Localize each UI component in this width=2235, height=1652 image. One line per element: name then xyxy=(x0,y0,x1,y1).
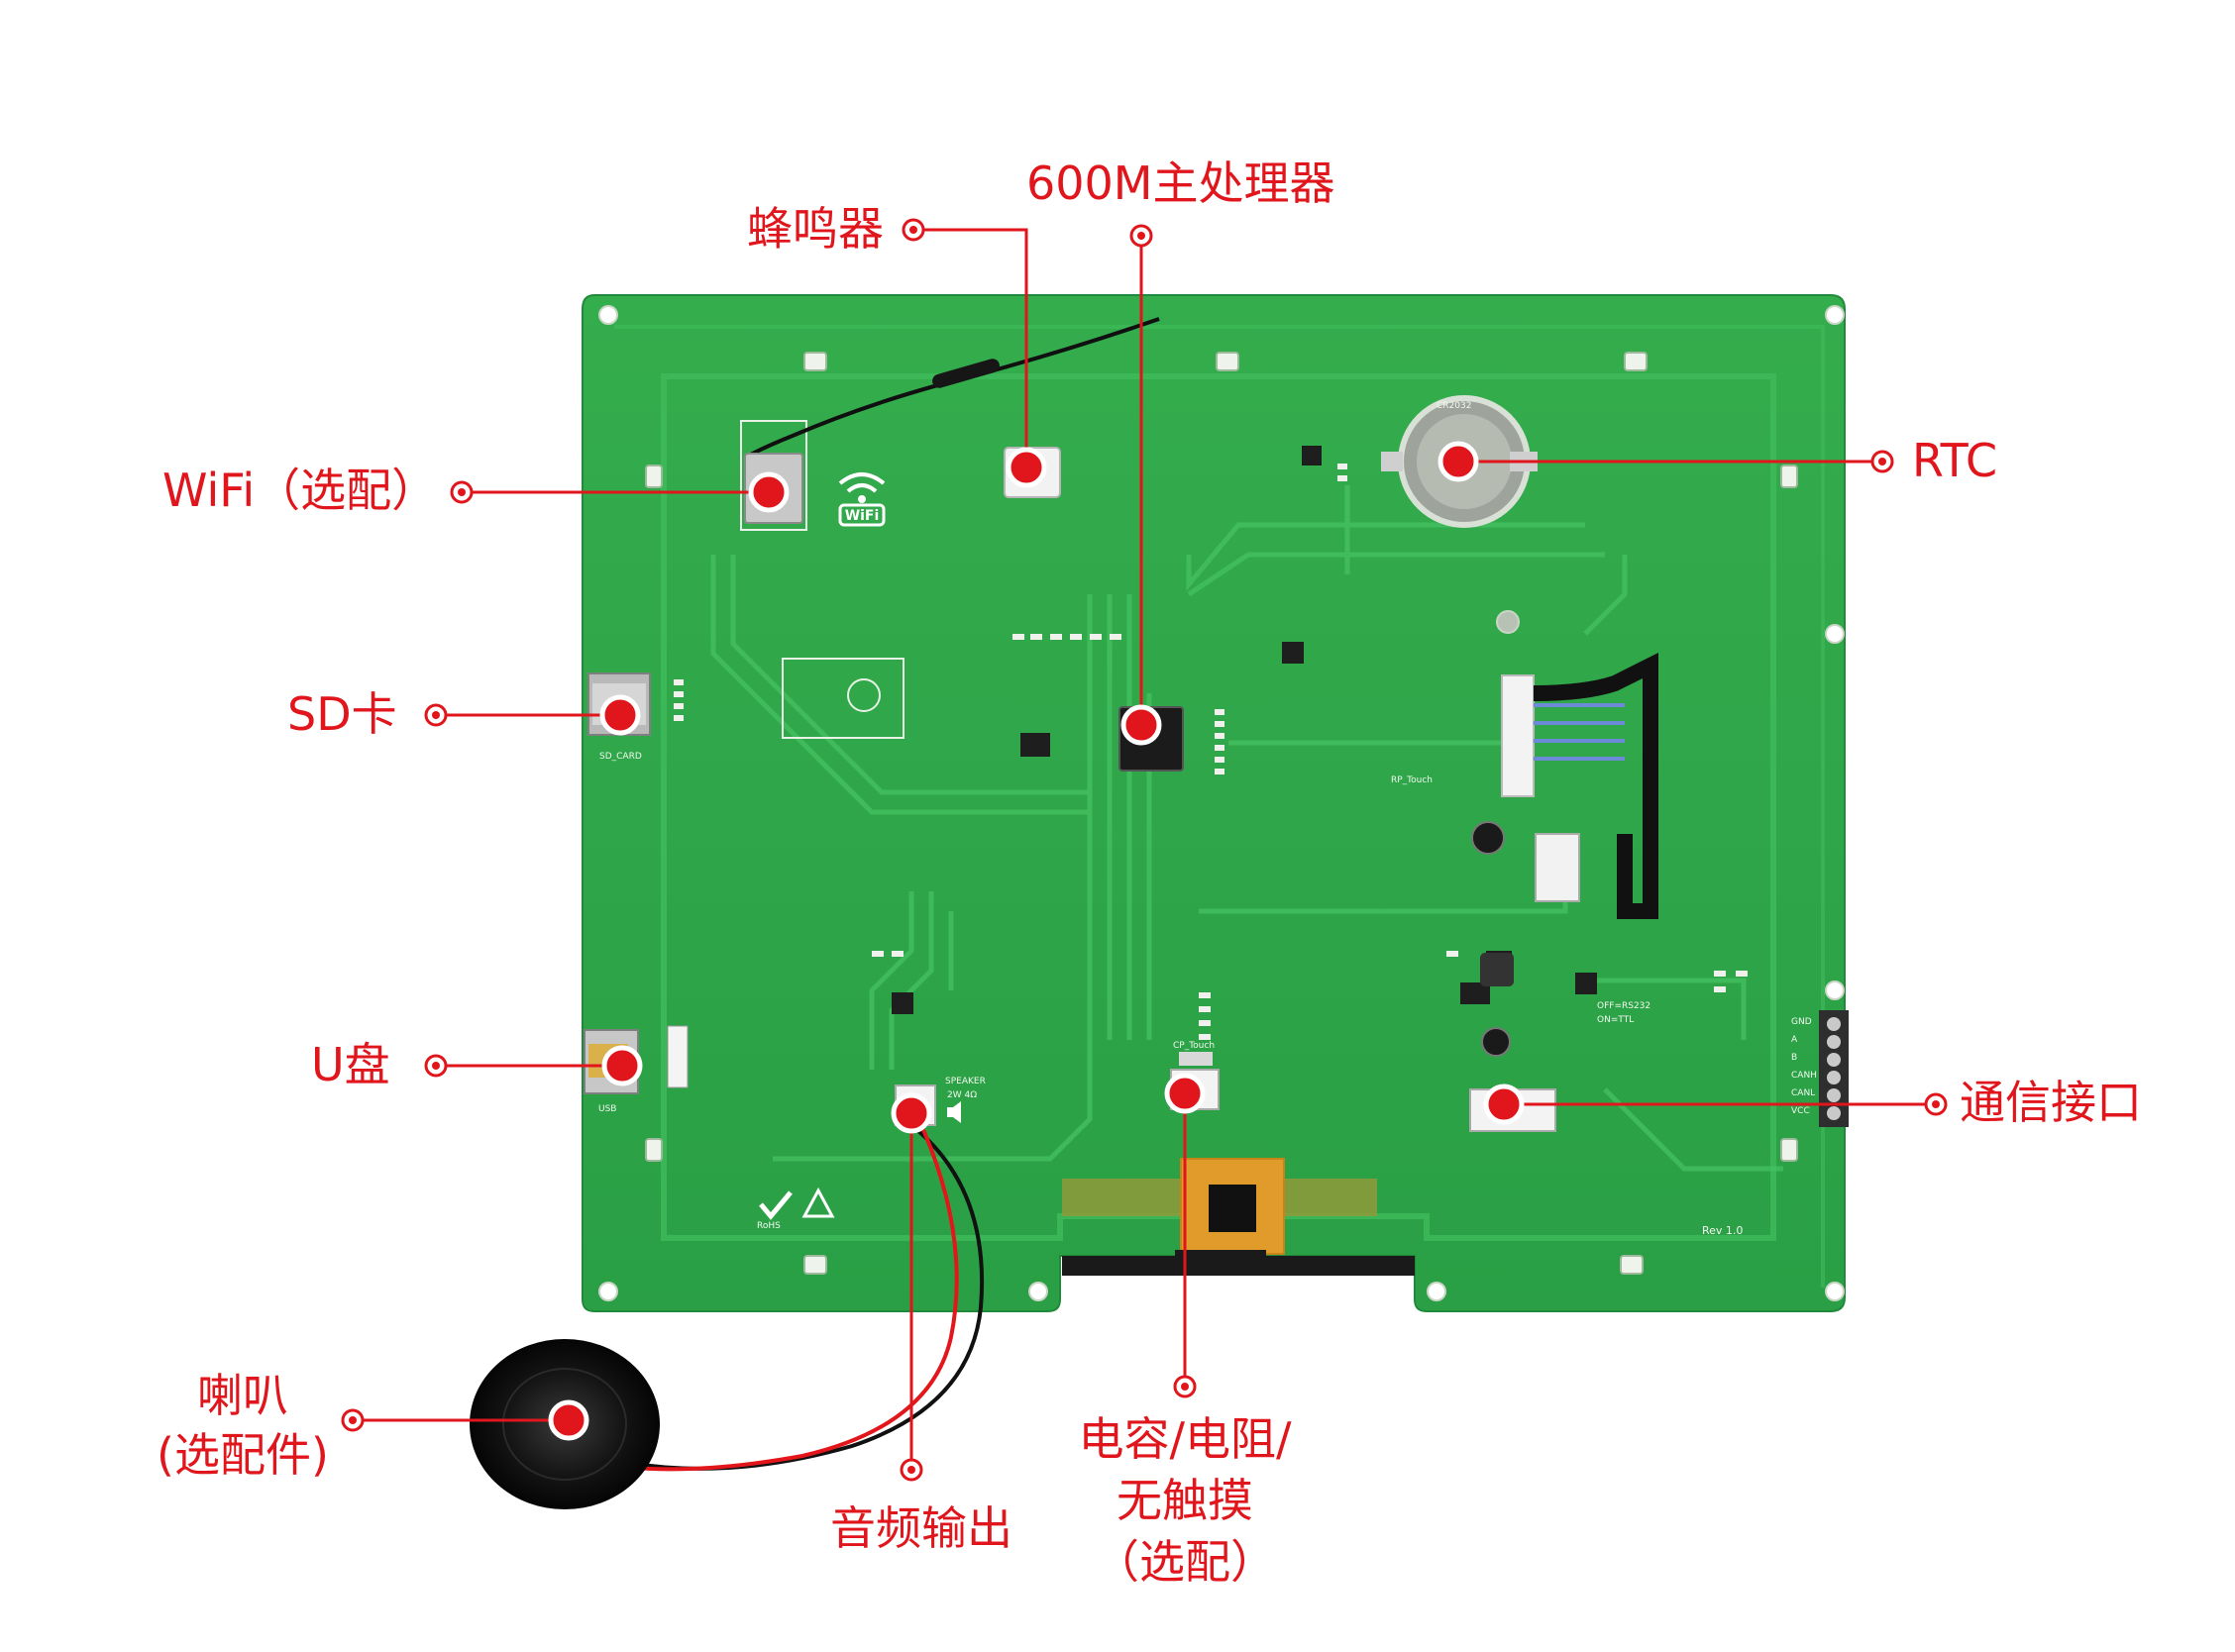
callout-touch: 电容/电阻/ 无触摸 （选配） xyxy=(1058,1416,1312,1585)
callout-speaker: 喇叭 (选配件) xyxy=(149,1373,337,1478)
callout-wifi: WiFi（选配） xyxy=(162,464,438,517)
callout-comm: 通信接口 xyxy=(1960,1076,2142,1129)
silk-pin-2: B xyxy=(1791,1053,1797,1063)
callout-touch-line2: 无触摸 xyxy=(1117,1474,1253,1527)
silk-pin-5: VCC xyxy=(1791,1106,1810,1116)
silkscreen-labels: SD_CARD USB SPEAKER 2W 4Ω CP_Touch RP_To… xyxy=(598,401,1817,1237)
silk-ttl: ON=TTL xyxy=(1597,1015,1634,1025)
callout-touch-line1: 电容/电阻/ xyxy=(1078,1412,1292,1466)
callout-usb: U盘 xyxy=(311,1038,390,1091)
callout-speaker-line1: 喇叭 xyxy=(197,1369,288,1422)
speaker-icon xyxy=(947,1101,961,1123)
callout-speaker-line2: (选配件) xyxy=(157,1428,329,1482)
silk-cp-touch: CP_Touch xyxy=(1173,1041,1215,1051)
silk-pin-4: CANL xyxy=(1791,1088,1815,1098)
esd-warning-icon xyxy=(801,1187,835,1218)
callout-dots xyxy=(341,218,1948,1482)
silk-sd-card: SD_CARD xyxy=(599,752,642,762)
callout-rtc: RTC xyxy=(1912,434,1998,487)
board-components: WiFi xyxy=(584,317,1849,1276)
callout-buzzer: 蜂鸣器 xyxy=(747,202,884,256)
silk-pin-1: A xyxy=(1791,1035,1798,1045)
silk-rev: Rev 1.0 xyxy=(1702,1224,1743,1237)
callout-cpu: 600M主处理器 xyxy=(1026,156,1335,210)
svg-text:WiFi: WiFi xyxy=(845,508,880,524)
callout-lines xyxy=(353,228,1936,1470)
silk-pin-3: CANH xyxy=(1791,1071,1817,1081)
silk-speaker-spec: 2W 4Ω xyxy=(947,1090,977,1100)
callout-touch-line3: （选配） xyxy=(1094,1535,1276,1589)
pcb-board xyxy=(582,294,1846,1312)
silk-usb: USB xyxy=(598,1104,616,1114)
callout-sd: SD卡 xyxy=(287,687,397,741)
wifi-icon: WiFi xyxy=(838,472,886,527)
silk-rs232: OFF=RS232 xyxy=(1597,1001,1650,1011)
silk-rp-touch: RP_Touch xyxy=(1391,775,1433,785)
silk-speaker: SPEAKER xyxy=(945,1077,986,1086)
silk-rohs: RoHS xyxy=(757,1221,781,1231)
rohs-check-icon xyxy=(759,1190,793,1220)
callout-audio-out: 音频输出 xyxy=(830,1501,1012,1555)
silk-pin-0: GND xyxy=(1791,1017,1812,1027)
silk-battery: CR2032 xyxy=(1437,401,1471,411)
